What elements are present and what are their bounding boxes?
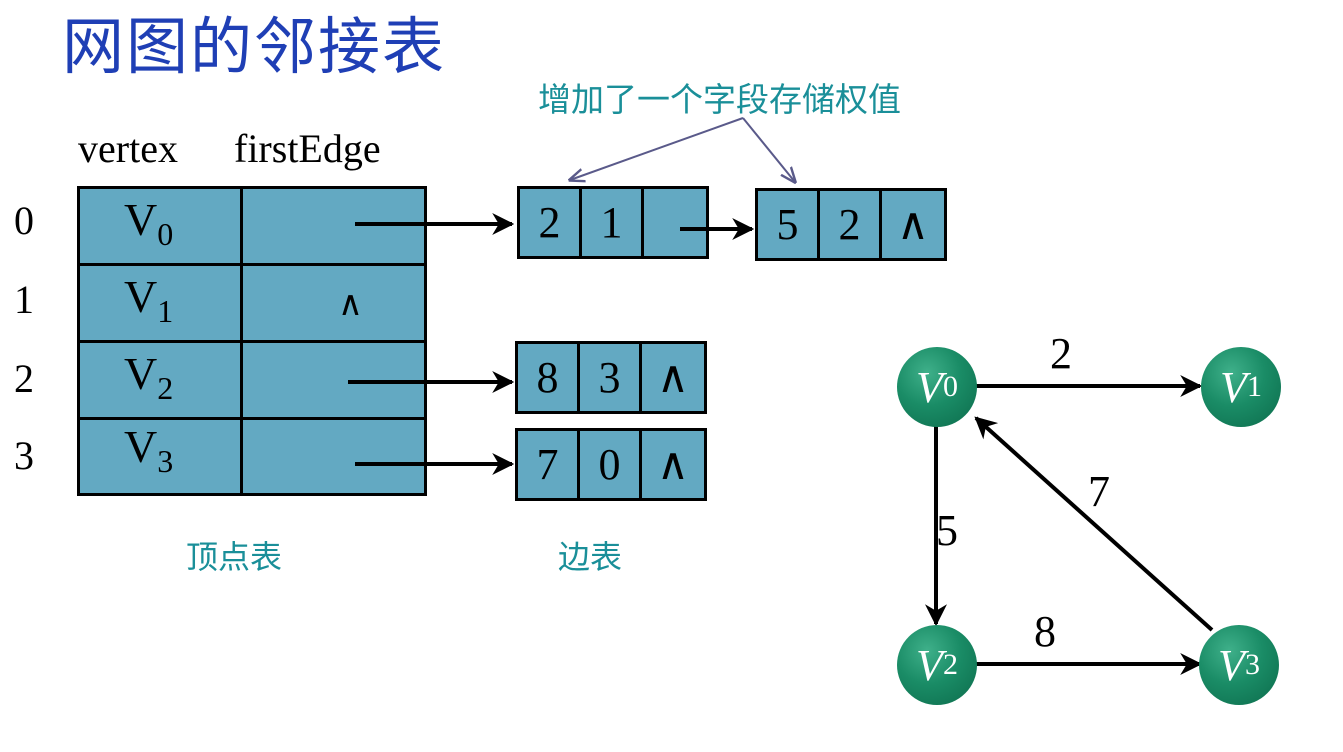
edge-weight: 0 [580, 431, 642, 498]
edge-node: 5 2 ∧ [755, 188, 947, 261]
callout-arrow-right [742, 117, 795, 182]
edge-adjvex: 8 [518, 344, 580, 411]
null-pointer: ∧ [338, 286, 363, 323]
vertex-name: V3 [124, 421, 174, 480]
vertex-name: V2 [124, 348, 174, 407]
page-title: 网图的邻接表 [62, 10, 447, 83]
edge-next: ∧ [656, 440, 690, 489]
edge-node: 7 0 ∧ [515, 428, 707, 501]
vertex-cell: V1 [80, 266, 243, 340]
graph-edge-v3-v0 [974, 416, 1214, 632]
edge-weight-label: 8 [1034, 607, 1056, 656]
edge-adjvex: 7 [518, 431, 580, 498]
row-index-0: 0 [14, 198, 34, 243]
vertex-row-3: V3 [80, 420, 424, 493]
edge-weight: 2 [820, 191, 882, 258]
edge-weight: 3 [580, 344, 642, 411]
edge-adjvex: 5 [758, 191, 820, 258]
callout-arrow-left [570, 117, 744, 180]
edge-node: 2 1 [517, 186, 709, 259]
edge-next: ∧ [656, 353, 690, 402]
firstedge-header: firstEdge [234, 126, 381, 171]
edge-weight: 1 [582, 189, 644, 256]
row-index-2: 2 [14, 356, 34, 401]
vertex-table: V0 V1 ∧ V2 V3 [77, 186, 427, 496]
vertex-table-caption: 顶点表 [186, 538, 283, 576]
row-index-3: 3 [14, 433, 34, 478]
edge-table-caption: 边表 [558, 538, 623, 576]
vertex-header: vertex [78, 126, 178, 171]
edge-weight-label: 7 [1088, 467, 1110, 516]
firstedge-cell: ∧ [243, 266, 424, 340]
vertex-name: V0 [124, 194, 174, 253]
edge-node: 8 3 ∧ [515, 341, 707, 414]
vertex-row-0: V0 [80, 189, 424, 266]
edge-weight-label: 5 [936, 506, 958, 555]
vertex-row-1: V1 ∧ [80, 266, 424, 343]
vertex-name: V1 [124, 271, 174, 330]
edge-next: ∧ [896, 200, 930, 249]
edge-adjvex: 2 [520, 189, 582, 256]
edge-weight-label: 2 [1050, 329, 1072, 378]
weight-field-annotation: 增加了一个字段存储权值 [538, 80, 901, 119]
vertex-cell: V0 [80, 189, 243, 263]
vertex-row-2: V2 [80, 343, 424, 420]
vertex-cell: V2 [80, 343, 243, 417]
vertex-cell: V3 [80, 420, 243, 493]
row-index-1: 1 [14, 277, 34, 322]
